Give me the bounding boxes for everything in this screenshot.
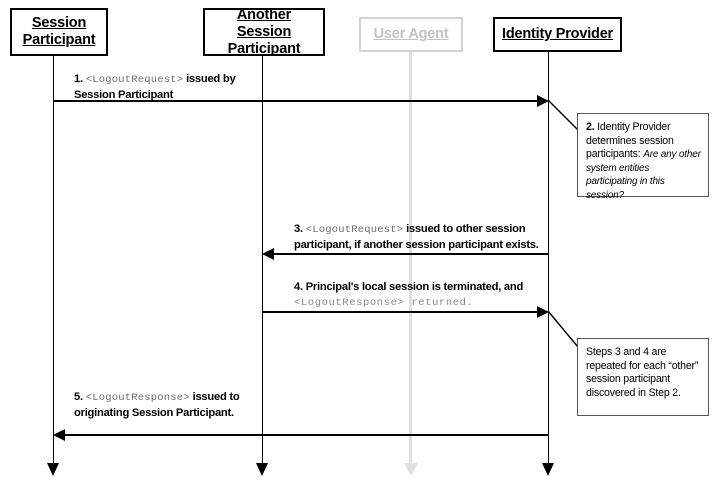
lifeline-session-participant: [53, 56, 54, 468]
message-step-5: 5.: [74, 391, 83, 403]
message-label-5: 5. <LogoutResponse> issued to originatin…: [74, 390, 324, 420]
message-line-4: [262, 311, 543, 313]
message-arrowhead-3: [262, 248, 274, 260]
actor-box-user-agent[interactable]: User Agent: [359, 17, 463, 52]
note-connector-repeat: [547, 310, 579, 348]
lifeline-end-arrow-another-session-participant: [256, 463, 268, 476]
message-label-1: 1. <LogoutRequest> issued by Session Par…: [74, 72, 314, 102]
lifeline-end-arrow-identity-provider: [542, 463, 554, 476]
message-code-5: <LogoutResponse>: [85, 392, 190, 404]
message-text-1: issued by: [183, 73, 236, 85]
message-code-4: <LogoutResponse> returned.: [294, 296, 474, 309]
message-line-5: [63, 434, 549, 436]
message-label-3: 3. <LogoutRequest> issued to other sessi…: [294, 222, 554, 252]
message-step-3: 3.: [294, 223, 303, 235]
message-text-5-line2: originating Session Participant.: [74, 406, 234, 419]
message-label-4: 4. Principal's local session is terminat…: [294, 280, 554, 310]
note-connector-step-2: [547, 99, 579, 131]
message-arrowhead-1: [537, 95, 549, 107]
note-repeat: Steps 3 and 4 are repeated for each “oth…: [577, 338, 709, 416]
note-step-2-text: Identity Provider determines session par…: [586, 121, 674, 161]
message-text-4: Principal's local session is terminated,…: [302, 281, 524, 293]
lifeline-identity-provider: [548, 52, 549, 468]
message-code-3: <LogoutRequest>: [305, 224, 404, 236]
message-text-3: issued to other session: [403, 223, 526, 235]
note-step-2-number: 2.: [586, 121, 595, 133]
actor-box-identity-provider[interactable]: Identity Provider: [493, 17, 622, 52]
message-text-1-line2: Session Participant: [74, 88, 174, 101]
message-text-5: issued to: [189, 391, 240, 403]
message-step-4: 4.: [294, 281, 303, 293]
lifeline-end-arrow-session-participant: [47, 463, 59, 476]
note-step-2-emphasis: Are any other system entities participat…: [586, 149, 701, 201]
message-line-3: [272, 253, 549, 255]
message-arrowhead-5: [53, 429, 65, 441]
message-line-1: [53, 100, 543, 102]
message-arrowhead-4: [537, 306, 549, 318]
actor-label-identity-provider: Identity Provider: [501, 26, 613, 42]
lifeline-end-arrow-user-agent: [404, 463, 418, 476]
message-code-1: <LogoutRequest>: [85, 74, 184, 86]
actor-label-user-agent: User Agent: [373, 26, 449, 42]
note-repeat-text: Steps 3 and 4 are repeated for each “oth…: [586, 346, 699, 399]
message-step-1: 1.: [74, 73, 83, 85]
note-step-2: 2. Identity Provider determines session …: [577, 113, 709, 201]
message-text-3-line2: participant, if another session particip…: [294, 238, 539, 251]
lifeline-another-session-participant: [262, 56, 263, 468]
lifeline-user-agent: [409, 52, 412, 468]
